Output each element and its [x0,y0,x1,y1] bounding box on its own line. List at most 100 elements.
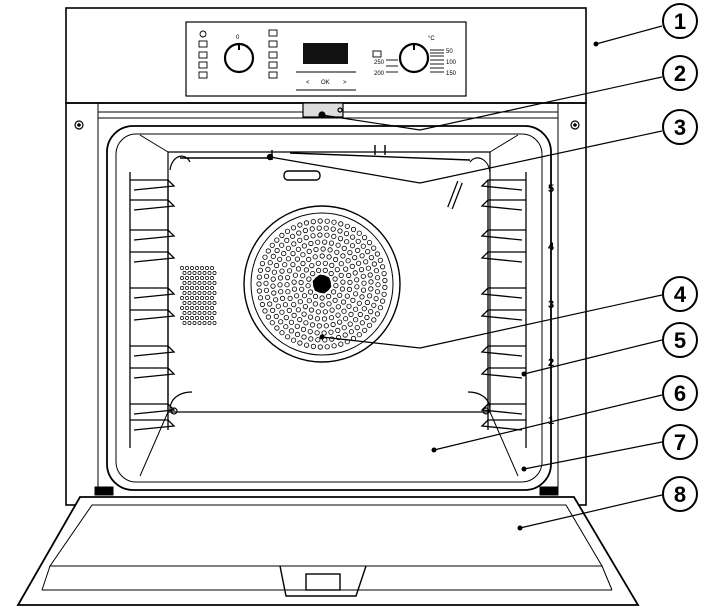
fan-hole [316,323,322,329]
fan-hole [315,260,321,266]
fan-hole [354,284,360,290]
callout-5: 5 [662,322,698,358]
fan-hole [341,245,347,251]
fan-hole [265,248,271,254]
fan-hole [308,336,314,342]
fan-hole [338,341,344,347]
fan-hole [330,226,336,232]
vent-dot [210,316,214,320]
vent-dot [192,311,197,315]
rack-rung [130,199,176,211]
fan-hole [263,273,270,279]
fan-hole [368,255,374,261]
rack-rung [480,367,526,379]
callout-3: 3 [662,109,698,145]
vent-dot [182,311,187,315]
display-nav-ok[interactable]: OK [321,80,330,86]
fan-hole [291,312,297,318]
vent-dot [207,321,212,325]
oven-door[interactable] [16,496,640,606]
fan-hole [284,282,290,288]
callout-6: 6 [662,375,698,411]
fan-hole [309,226,315,232]
fan-hole [332,276,338,282]
vent-dot [190,306,194,310]
fan-hole [347,321,353,327]
right-knob-unit: °C [428,36,435,42]
fan-hole [296,230,302,236]
vent-dot [190,266,194,270]
rack-rung [480,287,526,299]
side-vent [180,266,217,325]
fan-hole [295,246,301,252]
fan-hole [271,290,277,296]
vent-dot [180,276,184,280]
fan-hole [382,284,388,290]
temperature-scale [372,49,444,73]
fan-hole [346,286,353,292]
fan-hole [271,269,277,275]
callout-dots [267,41,599,531]
fan-hole [290,337,297,343]
fan-hole [341,308,347,314]
function-selector-knob[interactable] [223,42,255,74]
fan-hole [298,279,304,286]
vent-dot [210,306,214,310]
fan-hole [297,237,303,243]
fan-hole [334,249,340,255]
display-nav-right[interactable]: > [343,80,347,86]
fan-hole [297,340,303,346]
fan-hole [335,312,341,318]
vent-dot [187,291,192,295]
vent-dot [190,276,194,280]
vent-dot [210,286,214,290]
control-panel [65,7,587,104]
fan-hole [301,243,307,249]
fan-hole [269,242,275,248]
fan-hole [350,297,356,303]
fan-hole [349,263,355,269]
callout-number-8: 8 [674,482,686,507]
fan-hole [371,302,377,308]
fan-hole [290,261,296,268]
fan-hole [306,248,312,254]
fan-hole [265,266,271,272]
fan-hole [362,327,368,333]
rack-rung [480,179,526,191]
fan-hole [303,320,309,326]
fan-hole [262,308,268,314]
vent-dot [212,301,217,305]
vent-dot [195,306,199,310]
display-nav-left[interactable]: < [306,80,310,86]
fan-hole [264,294,271,300]
fan-hole [265,314,271,320]
fan-hole [310,219,316,225]
fan-hole [317,232,323,238]
fan-hole [290,225,297,231]
callout-8: 8 [662,476,698,512]
fan-hole [338,261,344,267]
fan-hole [338,221,344,227]
fan-hole [309,262,315,269]
fan-hole [343,266,349,272]
fan-hole [285,245,291,251]
vent-dot [202,311,207,315]
fan-hole [338,272,344,278]
temperature-knob[interactable] [398,42,430,74]
door-handle[interactable] [279,565,367,597]
fan-hole [352,270,358,276]
vent-dot [180,316,184,320]
vent-dot [182,291,187,295]
vent-dot [185,296,189,300]
temp-mark-250: 250 [374,60,385,66]
vent-dot [185,276,189,280]
vent-dot [210,266,214,270]
shelf-level-labels: 5 4 3 2 1 [548,183,555,427]
vent-dot [207,281,212,285]
rack-rung [480,199,526,211]
vent-dot [200,286,204,290]
left-knob-zero-mark: 0 [236,35,240,41]
fan-hole [299,286,305,292]
temp-mark-200: 200 [374,71,385,77]
fan-hole [371,261,377,267]
